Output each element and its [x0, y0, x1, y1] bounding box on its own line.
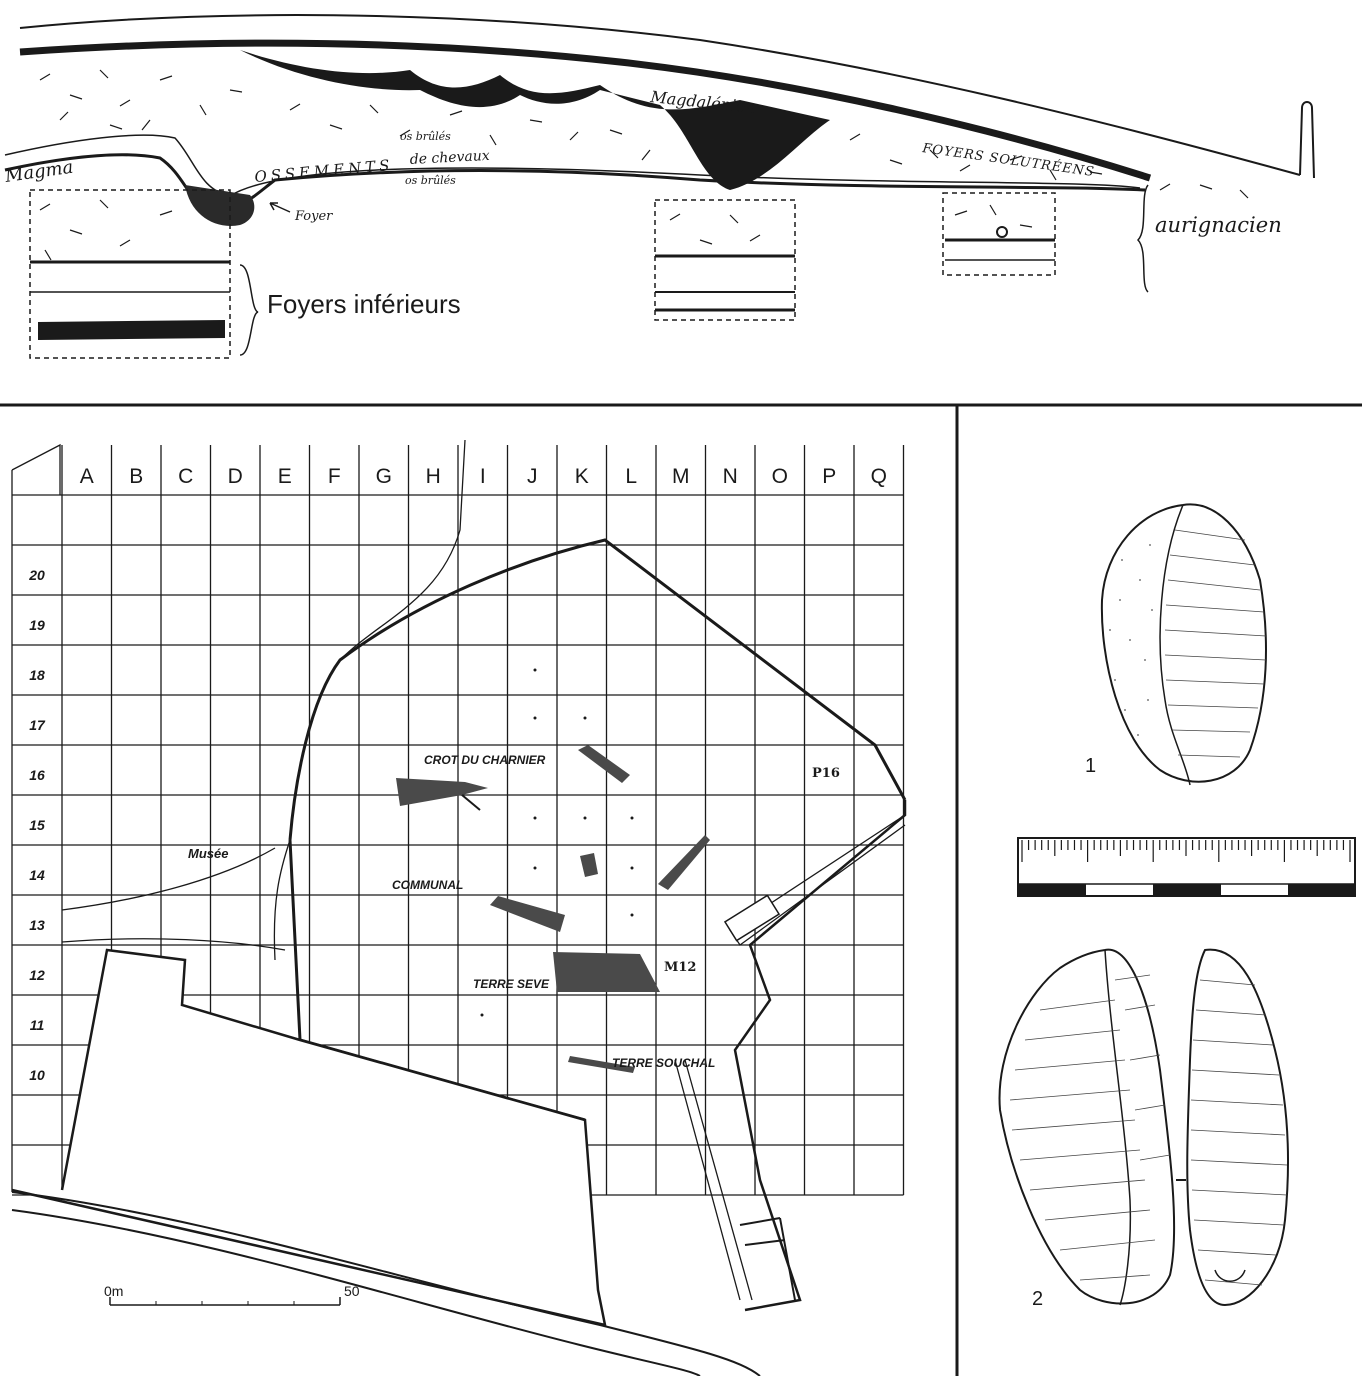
path-west [273, 839, 291, 961]
row-labels: 20 19 18 17 16 15 14 13 12 11 10 [28, 567, 46, 1083]
zone-terre-seve [553, 952, 660, 992]
label-aurignacien: aurignacien [1155, 213, 1282, 237]
row-label-17: 17 [29, 717, 46, 733]
zone-crot-du-charnier-east [578, 745, 630, 783]
path-north [339, 439, 466, 661]
artifact-2-label: 2 [1032, 1288, 1043, 1310]
column-label-E: E [278, 465, 292, 488]
column-label-P: P [822, 465, 836, 488]
musee-road [61, 847, 276, 911]
column-label-L: L [625, 465, 637, 488]
column-label-O: O [772, 465, 788, 488]
column-label-C: C [178, 465, 193, 488]
pit-layers [30, 226, 1055, 340]
label-communal: COMMUNAL [392, 878, 463, 892]
foyer-arrow [269, 202, 291, 213]
row-label-15: 15 [29, 817, 45, 833]
section-pillar [1299, 101, 1315, 179]
excavation-outline-north [288, 538, 907, 841]
column-label-M: M [672, 465, 690, 488]
label-foyer: Foyer [294, 209, 333, 224]
artifact-scale-ruler [1017, 837, 1356, 897]
survey-points [480, 668, 634, 1017]
test-pit-right [942, 192, 1056, 276]
column-label-D: D [228, 465, 243, 488]
column-label-B: B [129, 465, 143, 488]
label-terre-seve: TERRE SEVE [473, 977, 550, 991]
road-bottom-2 [11, 1209, 701, 1376]
label-foyers-solutreens: FOYERS SOLUTRÉENS [920, 140, 1095, 180]
label-os-brules-top: os brûlés [400, 130, 451, 143]
row-label-10: 10 [29, 1067, 45, 1083]
test-pits [29, 189, 1056, 359]
column-label-I: I [480, 465, 486, 488]
label-de-chevaux: de chevaux [409, 148, 490, 168]
plan-scale-bar: 0m 50 [104, 1283, 360, 1306]
column-label-F: F [328, 465, 341, 488]
scale-start-label: 0m [104, 1283, 123, 1299]
plan-corner-edge [11, 443, 61, 495]
aurignacien-brace [1136, 184, 1149, 293]
label-foyers-inferieurs: Foyers inférieurs [267, 289, 461, 319]
foyer-pit [185, 185, 255, 226]
scale-end-label: 50 [344, 1283, 360, 1299]
test-pit-middle [654, 199, 796, 321]
section-black-band [19, 39, 1152, 182]
magdalenien-lens [240, 50, 830, 190]
row-label-13: 13 [29, 917, 45, 933]
site-plan: A B C D E F G H I J K L M N O P Q 20 19 18 17 16 15 14 13 12 11 10 [11, 439, 907, 1376]
row-label-14: 14 [29, 867, 45, 883]
excavation-outline-east [733, 800, 907, 1312]
zone-crot-du-charnier-west [396, 778, 488, 806]
column-label-K: K [575, 465, 589, 488]
label-terre-souchal: TERRE SOUCHAL [612, 1056, 715, 1070]
small-building [723, 894, 781, 942]
zone-terre-souchal [568, 1056, 635, 1073]
test-pit-left [29, 189, 231, 359]
column-label-H: H [426, 465, 441, 488]
row-label-20: 20 [28, 567, 45, 583]
row-label-12: 12 [29, 967, 45, 983]
column-label-G: G [376, 465, 392, 488]
row-label-11: 11 [30, 1017, 45, 1033]
artifact-1-drawing [1100, 503, 1267, 786]
lane-south [674, 1059, 753, 1301]
row-label-16: 16 [29, 767, 45, 783]
road-bottom-1 [11, 1191, 761, 1376]
sediment-texture [39, 69, 1249, 261]
label-m12: M12 [664, 960, 696, 975]
column-label-A: A [80, 465, 94, 488]
zone-communal [490, 896, 565, 932]
stratigraphic-section: Magdalénien Magma OSSEMENTS de chevaux o… [3, 14, 1315, 359]
column-label-J: J [527, 465, 538, 488]
label-os-brules-bottom: os brûlés [405, 174, 456, 187]
label-musee: Musée [188, 846, 228, 861]
artifact-2-drawing [998, 948, 1289, 1307]
zone-diagonal [658, 835, 710, 890]
label-ossements: OSSEMENTS [254, 156, 394, 186]
cortex-stipple [1109, 544, 1153, 736]
artifact-1-label: 1 [1085, 755, 1096, 777]
foyers-inferieurs-brace [239, 264, 259, 356]
zone-small [580, 853, 598, 877]
column-label-Q: Q [871, 465, 887, 488]
magma-layer-line [4, 134, 1141, 197]
column-labels: A B C D E F G H I J K L M N O P Q [80, 465, 887, 488]
excavation-zones [396, 745, 710, 1073]
label-crot-du-charnier: CROT DU CHARNIER [424, 753, 546, 767]
section-top-surface [19, 14, 1301, 176]
ossements-layer-line [4, 153, 1146, 212]
column-label-N: N [723, 465, 738, 488]
small-structures [739, 1217, 796, 1301]
road-south [61, 938, 286, 951]
label-p16: P16 [812, 766, 840, 781]
building-parcel [11, 948, 607, 1327]
artifacts-panel: 1 2 [998, 503, 1356, 1310]
label-magma: Magma [3, 157, 75, 187]
row-label-19: 19 [29, 617, 45, 633]
row-label-18: 18 [29, 667, 45, 683]
